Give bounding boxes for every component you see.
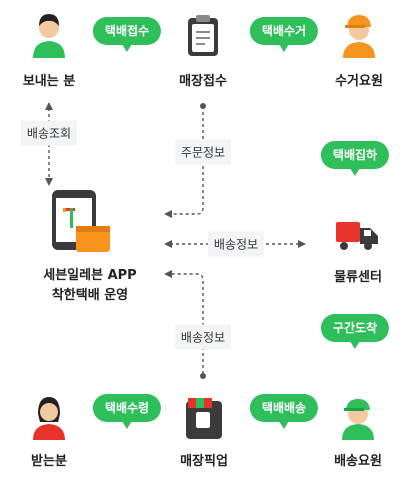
delivery-staff-icon [342, 399, 374, 440]
label-app: 세븐일레븐 APP 착한택배 운영 [10, 266, 170, 306]
bubble-parcel-accept: 택배접수 [92, 17, 162, 52]
flow-label-tracking: 배송조회 [20, 120, 78, 146]
label-app-line1: 세븐일레븐 APP [43, 268, 137, 283]
truck-icon [336, 222, 378, 250]
bubble-parcel-collect: 택배수거 [249, 17, 319, 52]
flow-label-delivery-info-store: 배송정보 [174, 324, 232, 350]
phone-app-icon [52, 190, 110, 252]
flow-label-delivery-info-logistics: 배송정보 [207, 231, 265, 257]
label-sender: 보내는 분 [22, 74, 76, 89]
label-delivery-staff: 배송요원 [334, 454, 382, 469]
bubble-parcel-gather: 택배집하 [320, 141, 390, 176]
label-store-pickup: 매장픽업 [180, 454, 228, 469]
label-app-line2: 착한택배 운영 [51, 288, 129, 303]
arrowhead-order [164, 210, 172, 218]
connector-dot-bottom [200, 373, 206, 379]
arrowhead-store [164, 270, 172, 278]
recipient-person-icon [33, 397, 65, 440]
bubble-parcel-receive: 택배수령 [92, 394, 162, 429]
clipboard-icon [188, 15, 218, 56]
arrowhead-up [45, 102, 53, 110]
arrowhead-logistics-left [164, 240, 172, 248]
label-pickup-staff: 수거요원 [335, 74, 383, 89]
flow-label-order-info: 주문정보 [174, 139, 232, 165]
label-recipient: 받는분 [31, 454, 67, 469]
label-logistics: 물류센터 [334, 270, 382, 285]
label-store-receive: 매장접수 [179, 74, 227, 89]
pickup-staff-icon [343, 15, 375, 58]
arrowhead-down [45, 178, 53, 186]
connector-store [170, 273, 204, 374]
bubble-section-arrival: 구간도착 [320, 314, 390, 349]
connector-dot-top [200, 103, 206, 109]
bubble-parcel-delivery: 택배배송 [249, 394, 319, 429]
connector-order [170, 106, 204, 215]
arrowhead-logistics-right [298, 240, 306, 248]
pickup-box-icon [186, 398, 222, 439]
sender-person-icon [33, 14, 65, 58]
